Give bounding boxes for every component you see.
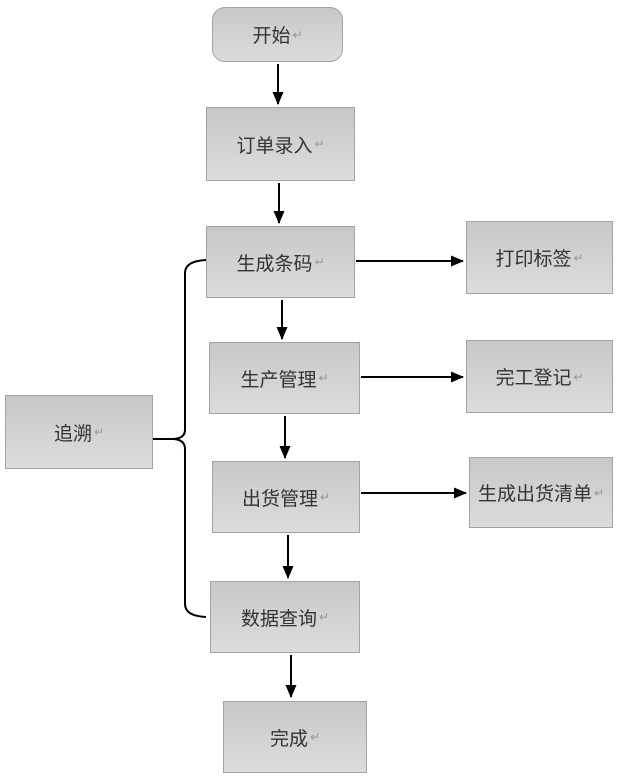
paragraph-mark: ↵	[573, 369, 584, 384]
paragraph-mark: ↵	[93, 425, 105, 439]
node-print-label-label: 打印标签	[495, 249, 572, 270]
node-completion-reg[interactable]: 完工登记↵	[466, 340, 613, 413]
node-shipment-mgmt[interactable]: 出货管理↵	[212, 461, 360, 533]
paragraph-mark: ↵	[314, 255, 325, 269]
paragraph-mark: ↵	[593, 485, 605, 500]
paragraph-mark: ↵	[318, 610, 330, 624]
node-trace-label: 追溯	[53, 423, 92, 445]
paragraph-mark: ↵	[314, 137, 325, 151]
node-order-entry[interactable]: 订单录入↵	[206, 107, 355, 181]
node-order-entry-label: 订单录入	[236, 135, 313, 157]
node-trace[interactable]: 追溯↵	[5, 395, 153, 469]
paragraph-mark: ↵	[319, 490, 331, 504]
node-generate-barcode-label: 生成条码	[236, 253, 313, 275]
node-completion-reg-label: 完工登记	[495, 368, 572, 389]
node-start[interactable]: 开始↵	[212, 7, 343, 62]
paragraph-mark: ↵	[318, 371, 329, 385]
node-print-label[interactable]: 打印标签↵	[466, 221, 613, 294]
node-shipment-list[interactable]: 生成出货清单↵	[469, 457, 613, 528]
node-generate-barcode[interactable]: 生成条码↵	[206, 226, 355, 298]
node-production-mgmt[interactable]: 生产管理↵	[209, 342, 360, 414]
node-production-mgmt-label: 生产管理	[240, 369, 317, 391]
node-finish[interactable]: 完成↵	[223, 701, 367, 773]
node-finish-label: 完成	[269, 728, 308, 750]
node-shipment-list-label: 生成出货清单	[477, 484, 592, 505]
paragraph-mark: ↵	[292, 27, 303, 42]
node-data-query-label: 数据查询	[240, 608, 317, 630]
node-start-label: 开始	[252, 26, 291, 47]
node-data-query[interactable]: 数据查询↵	[210, 581, 360, 653]
paragraph-mark: ↵	[573, 250, 584, 265]
paragraph-mark: ↵	[309, 730, 321, 744]
trace-brace	[173, 259, 207, 618]
node-shipment-mgmt-label: 出货管理	[241, 488, 318, 510]
